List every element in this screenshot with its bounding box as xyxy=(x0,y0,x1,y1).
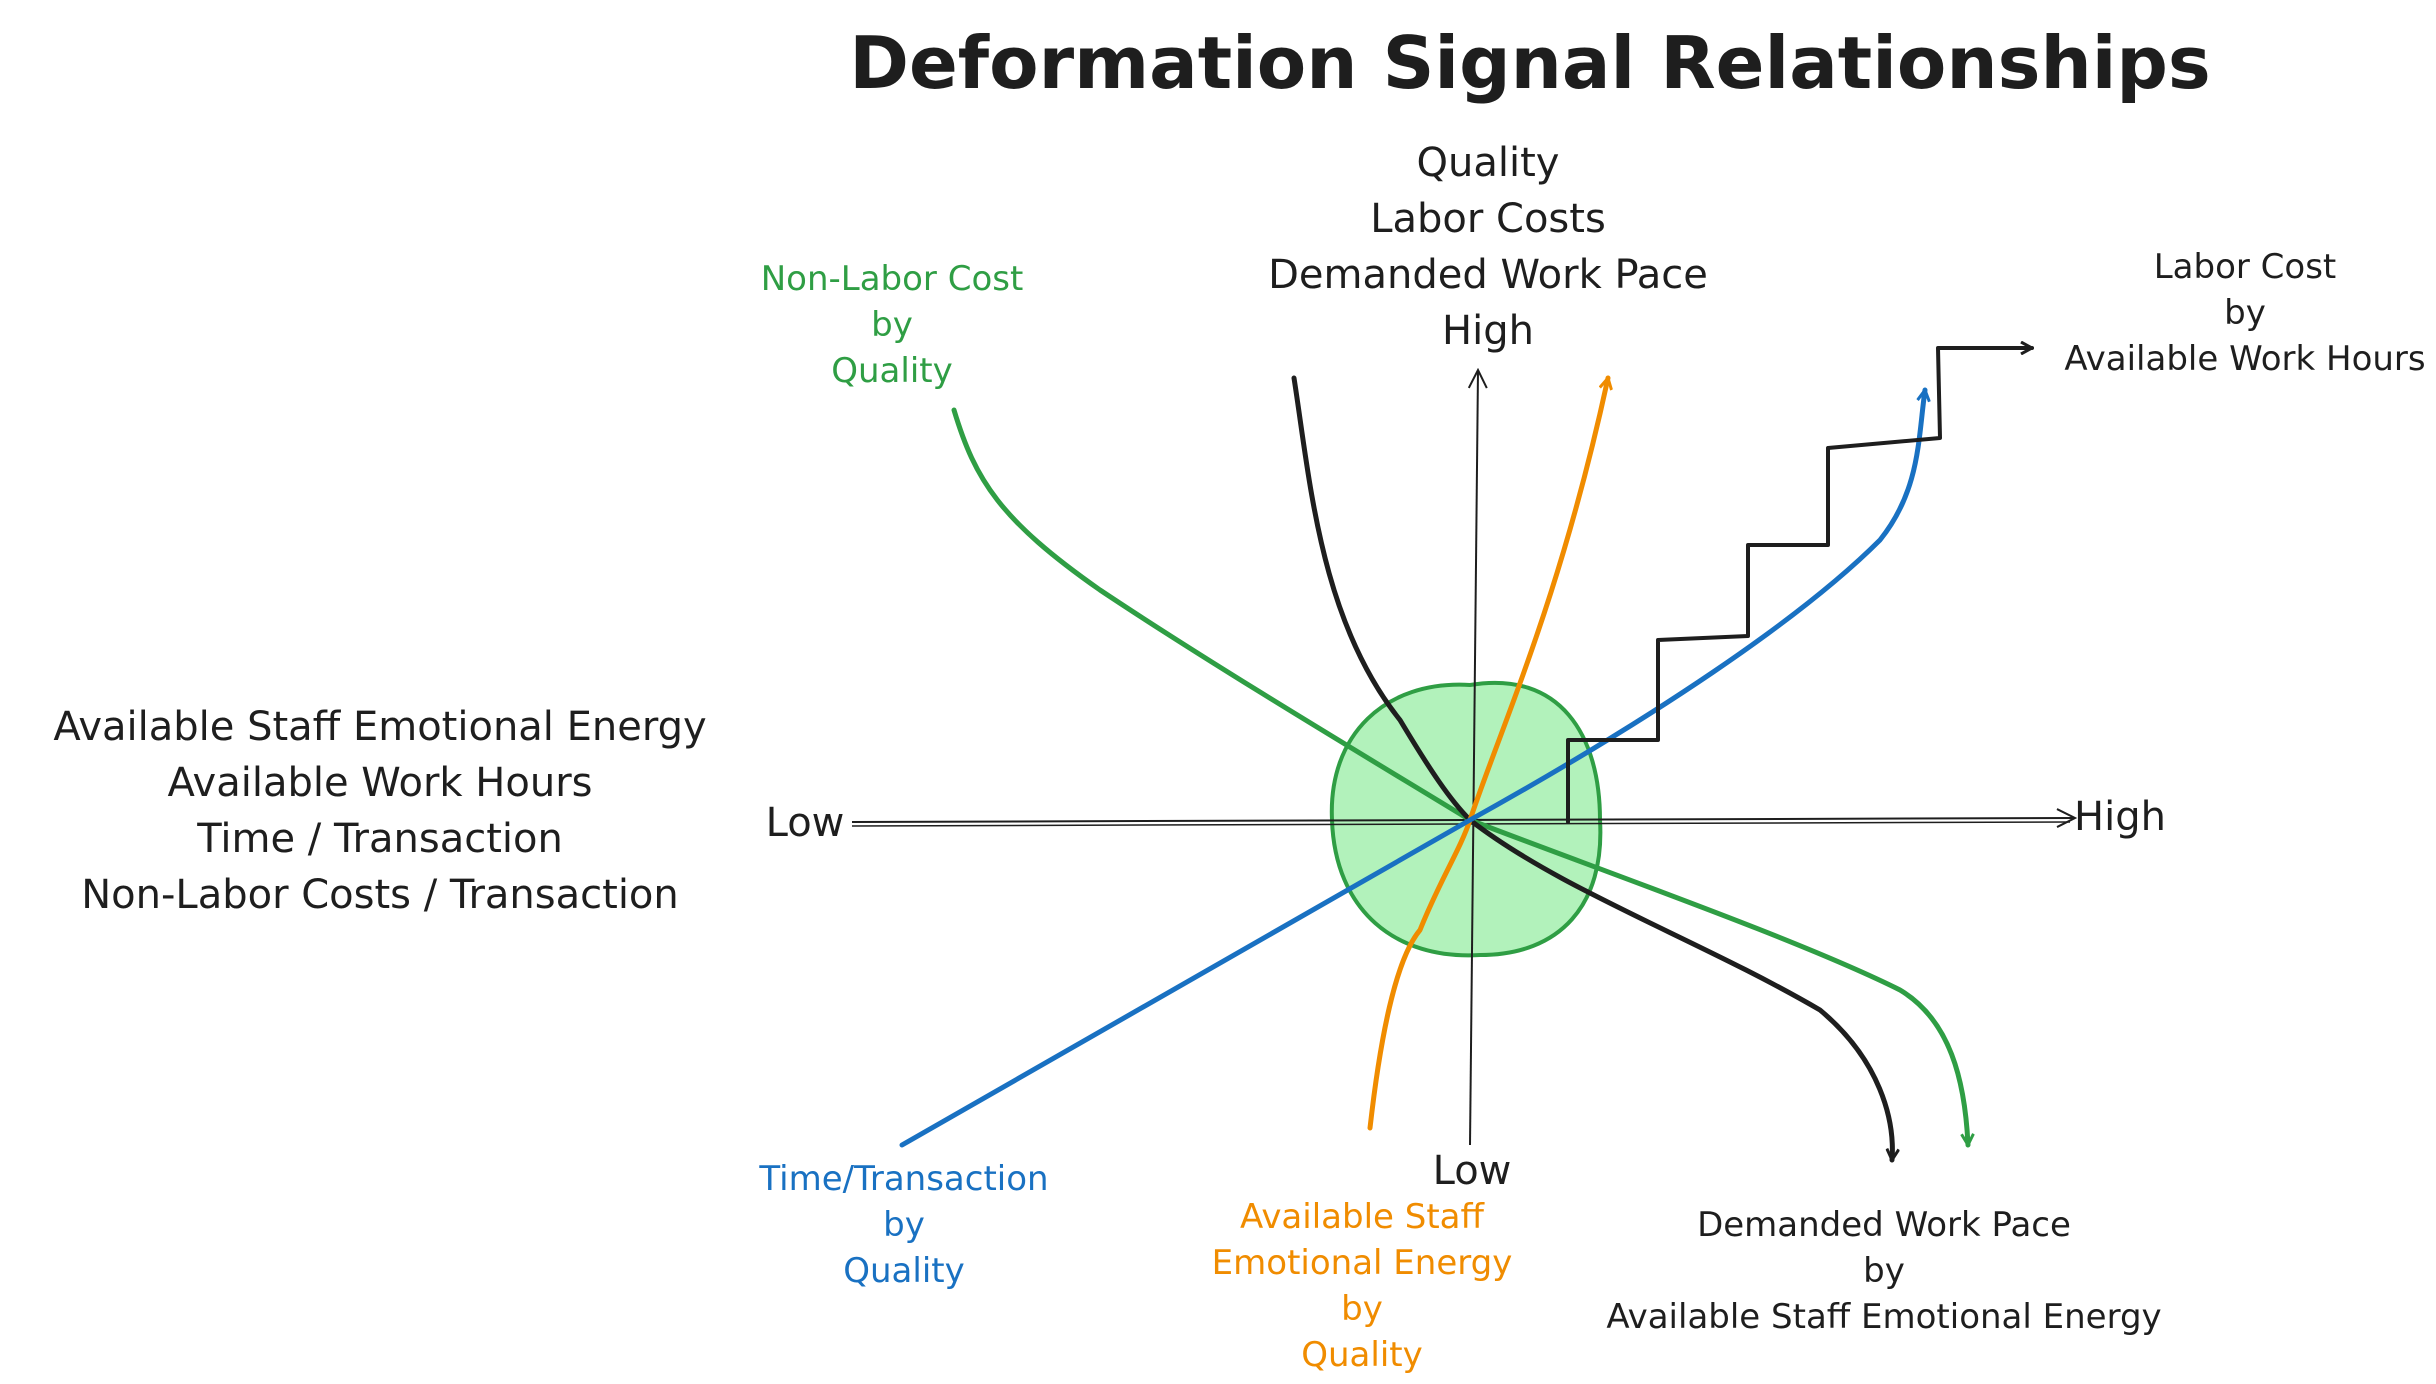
vertical-axis xyxy=(1470,370,1478,1146)
curve-work-pace xyxy=(1291,375,1892,1160)
label-labor-cost-line-2: by xyxy=(2224,293,2266,333)
horizontal-axis-label-non-labor-costs: Non-Labor Costs / Transaction xyxy=(81,872,679,918)
label-non-labor-cost-line-2: by xyxy=(871,305,913,345)
horizontal-axis-label-time-transaction: Time / Transaction xyxy=(196,816,563,862)
curve-time-transaction xyxy=(899,390,1925,1148)
label-time-transaction-line-3: Quality xyxy=(843,1251,965,1291)
label-time-transaction-line-2: by xyxy=(883,1205,925,1245)
vertical-axis-low-label: Low xyxy=(1433,1148,1512,1194)
horizontal-axis-high-label: High xyxy=(2074,794,2166,840)
label-non-labor-cost: Non-Labor Cost by Quality xyxy=(761,259,1024,391)
label-emotional-energy-line-1: Available Staff xyxy=(1240,1197,1485,1237)
label-labor-cost-line-1: Labor Cost xyxy=(2154,247,2337,287)
vertical-axis-high-label: High xyxy=(1442,308,1534,354)
horizontal-axis-label-work-hours: Available Work Hours xyxy=(168,760,593,806)
label-emotional-energy: Available Staff Emotional Energy by Qual… xyxy=(1212,1197,1513,1375)
label-work-pace-line-1: Demanded Work Pace xyxy=(1697,1205,2071,1245)
vertical-axis-label-quality: Quality xyxy=(1417,140,1560,186)
horizontal-axis xyxy=(851,818,2075,822)
label-time-transaction-line-1: Time/Transaction xyxy=(758,1159,1048,1199)
horizontal-axis-label-group: Available Staff Emotional Energy Availab… xyxy=(53,704,706,918)
label-time-transaction: Time/Transaction by Quality xyxy=(758,1159,1048,1291)
label-non-labor-cost-line-3: Quality xyxy=(831,351,953,391)
curve-labor-cost-steps xyxy=(1566,348,2034,824)
label-work-pace-line-2: by xyxy=(1863,1251,1905,1291)
curve-non-labor-cost xyxy=(951,407,1473,823)
label-work-pace-line-3: Available Staff Emotional Energy xyxy=(1606,1297,2161,1337)
label-emotional-energy-line-3: by xyxy=(1341,1289,1383,1329)
label-emotional-energy-line-2: Emotional Energy xyxy=(1212,1243,1513,1283)
vertical-axis-label-labor-costs: Labor Costs xyxy=(1370,196,1606,242)
label-non-labor-cost-line-1: Non-Labor Cost xyxy=(761,259,1024,299)
label-emotional-energy-line-4: Quality xyxy=(1301,1335,1423,1375)
horizontal-axis-low-label: Low xyxy=(766,800,845,846)
diagram-title: Deformation Signal Relationships xyxy=(849,21,2211,105)
horizontal-axis-label-emotional-energy: Available Staff Emotional Energy xyxy=(53,704,706,750)
label-labor-cost: Labor Cost by Available Work Hours xyxy=(2064,247,2425,379)
label-labor-cost-line-3: Available Work Hours xyxy=(2064,339,2425,379)
curve-non-labor-cost-lower xyxy=(1467,817,1968,1148)
curve-emotional-energy xyxy=(1367,378,1608,1131)
vertical-axis-label-work-pace: Demanded Work Pace xyxy=(1268,252,1708,298)
vertical-axis-label-group: Quality Labor Costs Demanded Work Pace xyxy=(1268,140,1708,298)
label-work-pace: Demanded Work Pace by Available Staff Em… xyxy=(1606,1205,2161,1337)
